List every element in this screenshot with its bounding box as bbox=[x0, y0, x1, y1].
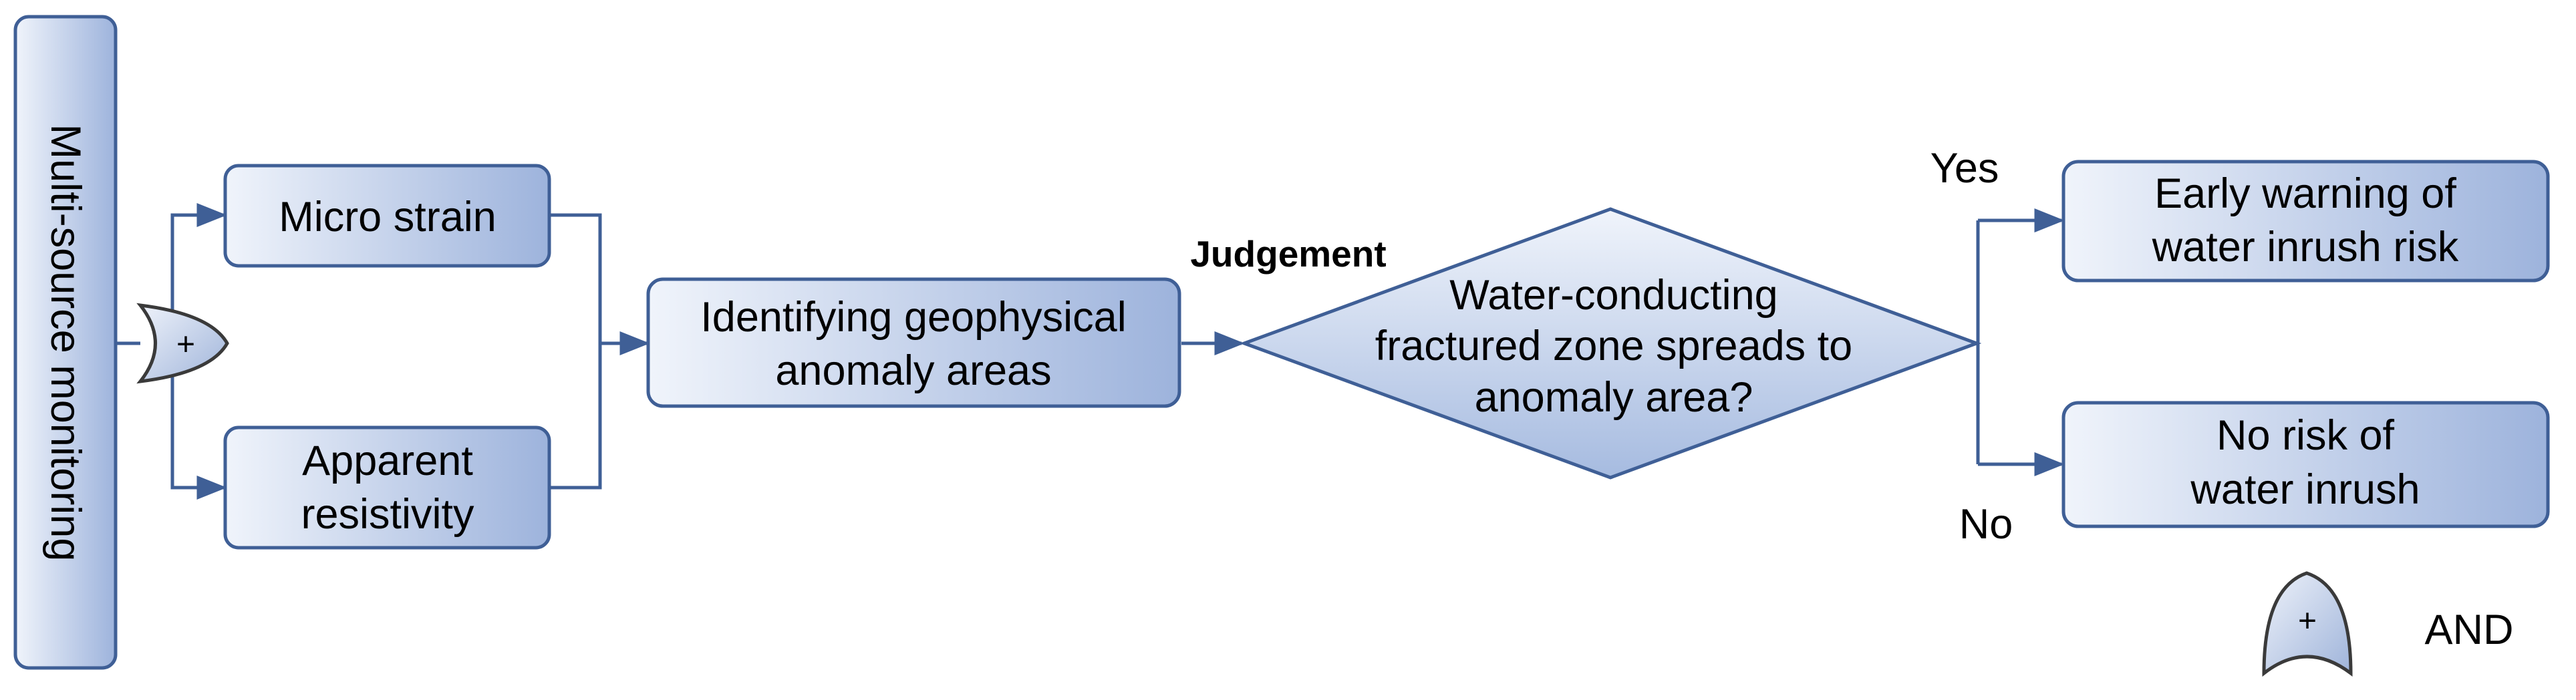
micro-strain-node: Micro strain bbox=[223, 164, 551, 268]
judgement-title: Judgement bbox=[1190, 233, 1386, 275]
identify-box bbox=[646, 277, 1181, 408]
monitoring-box bbox=[13, 15, 118, 670]
judgement-diamond bbox=[1239, 207, 1982, 480]
monitoring-label: Multi-source monitoring bbox=[42, 124, 89, 562]
connector-gate-to-apparent-resistivity bbox=[170, 372, 227, 500]
apparent-resistivity-line-2: resistivity bbox=[301, 491, 474, 538]
apparent-resistivity-box bbox=[223, 425, 551, 550]
no-risk-line-1: No risk of bbox=[2216, 412, 2395, 459]
no-risk-line-2: water inrush bbox=[2190, 466, 2420, 513]
micro-strain-label: Micro strain bbox=[279, 194, 496, 240]
identify-line-2: anomaly areas bbox=[775, 347, 1051, 394]
apparent-resistivity-node: Apparent resistivity bbox=[223, 425, 551, 550]
identify-line-1: Identifying geophysical bbox=[700, 294, 1126, 341]
connector-micro-strain-merge bbox=[550, 213, 602, 490]
judgement-question-line-3: anomaly area? bbox=[1475, 374, 1753, 421]
no-risk-box bbox=[2061, 401, 2550, 528]
branch-yes-label: Yes bbox=[1930, 145, 1999, 192]
apparent-resistivity-line-1: Apparent bbox=[302, 437, 473, 484]
judgement-question-line-2: fractured zone spreads to bbox=[1375, 323, 1852, 369]
judgement-decision-node: Water-conducting fractured zone spreads … bbox=[1239, 207, 1982, 480]
connectors bbox=[117, 203, 2065, 500]
early-warning-line-2: water inrush risk bbox=[2152, 224, 2459, 271]
and-gate-symbol: + bbox=[176, 327, 195, 363]
legend-and-label: AND bbox=[2424, 606, 2513, 653]
micro-strain-box bbox=[223, 164, 551, 268]
monitoring-node: Multi-source monitoring bbox=[13, 15, 118, 670]
and-gate-icon: + bbox=[136, 303, 229, 384]
legend: + AND bbox=[2262, 571, 2514, 677]
legend-gate-symbol: + bbox=[2298, 604, 2317, 639]
legend-and-gate-icon bbox=[2262, 571, 2353, 677]
early-warning-node: Early warning of water inrush risk bbox=[2061, 160, 2550, 283]
identify-node: Identifying geophysical anomaly areas bbox=[646, 277, 1181, 408]
connector-gate-to-micro-strain bbox=[170, 203, 227, 315]
branch-no-label: No bbox=[1959, 501, 2013, 548]
early-warning-line-1: Early warning of bbox=[2154, 170, 2456, 217]
early-warning-box bbox=[2061, 160, 2550, 283]
no-risk-node: No risk of water inrush bbox=[2061, 401, 2550, 528]
and-gate-shape bbox=[136, 303, 229, 384]
judgement-question-line-1: Water-conducting bbox=[1449, 272, 1777, 319]
